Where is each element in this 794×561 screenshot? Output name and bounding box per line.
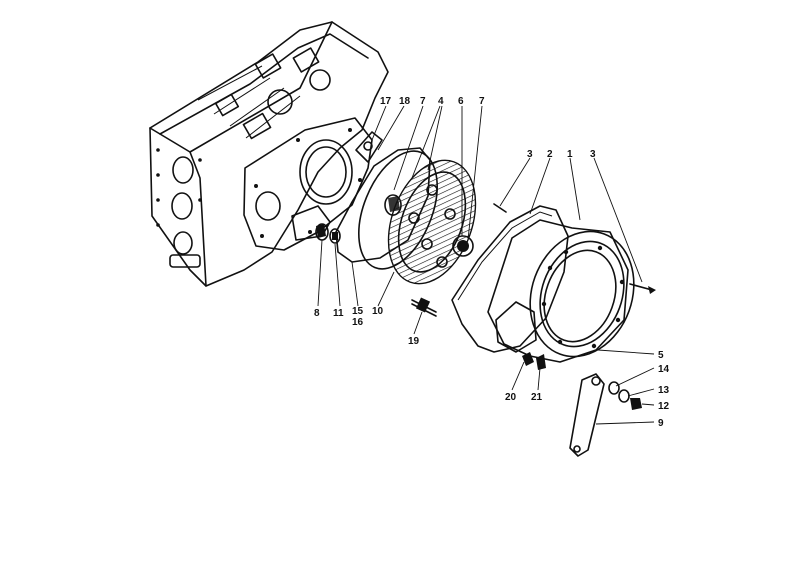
callout-19: 19 (408, 336, 420, 347)
housing-gasket (451, 205, 569, 353)
callout-9: 9 (658, 418, 664, 429)
bolts (493, 203, 656, 294)
callout-8: 8 (314, 308, 320, 319)
lever (569, 373, 642, 457)
callout-11: 11 (333, 308, 344, 319)
callout-13: 13 (658, 385, 670, 396)
callout-5: 5 (658, 350, 664, 361)
callout-labels: 17 18 7 4 6 7 3 2 1 3 8 11 15 16 10 19 2… (314, 96, 670, 429)
callout-16: 16 (352, 317, 364, 328)
callout-20: 20 (505, 392, 517, 403)
main-housing (487, 219, 635, 370)
callout-7-upper-right: 7 (479, 96, 485, 107)
callout-17: 17 (380, 96, 392, 107)
callout-10: 10 (372, 306, 384, 317)
clutch-disc (387, 159, 477, 285)
callout-3-right: 3 (590, 149, 596, 160)
callout-2: 2 (547, 149, 553, 160)
callout-18: 18 (399, 96, 411, 107)
callout-1: 1 (567, 149, 573, 160)
pin (411, 297, 437, 317)
callout-21: 21 (531, 392, 543, 403)
leader-lines (317, 105, 655, 425)
callout-6: 6 (458, 96, 464, 107)
callout-7-upper-left: 7 (420, 96, 426, 107)
callout-3-left: 3 (527, 149, 533, 160)
callout-4: 4 (438, 96, 444, 107)
callout-12: 12 (658, 401, 670, 412)
callout-14: 14 (658, 364, 670, 375)
gearbox-housing (149, 21, 389, 287)
callout-15: 15 (352, 306, 364, 317)
